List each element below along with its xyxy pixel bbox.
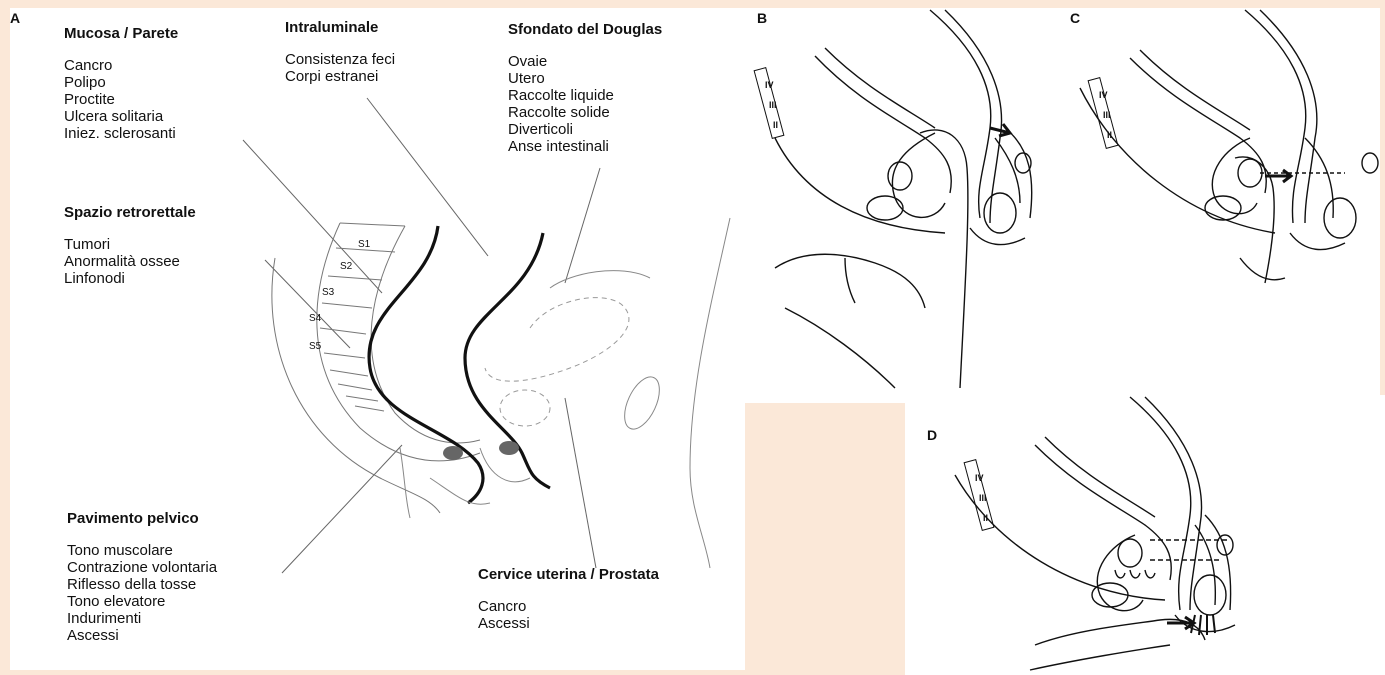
group-item: Tumori xyxy=(64,236,196,253)
group-heading: Intraluminale xyxy=(285,19,395,37)
lumbar-label-c: III xyxy=(1103,110,1111,120)
panel-label-b: B xyxy=(757,10,767,26)
lumbar-label-d: III xyxy=(979,493,987,503)
uterus-outline xyxy=(485,298,629,426)
group-item: Cancro xyxy=(64,57,178,74)
lumbar-label-d: II xyxy=(983,513,988,523)
panel-b-anatomy xyxy=(775,10,1032,388)
group-item: Ascessi xyxy=(67,627,217,644)
group-cervice: Cervice uterina / Prostata Cancro Ascess… xyxy=(478,566,659,632)
group-mucosa: Mucosa / Parete Cancro Polipo Proctite U… xyxy=(64,25,178,142)
group-item: Tono muscolare xyxy=(67,542,217,559)
panel-d-drawing xyxy=(905,395,1385,675)
group-heading: Mucosa / Parete xyxy=(64,25,178,43)
vertebra-label-s3: S3 xyxy=(322,284,334,301)
panel-c-arrow xyxy=(1265,170,1291,182)
group-item: Corpi estranei xyxy=(285,68,395,85)
group-heading: Pavimento pelvico xyxy=(67,510,217,528)
group-item: Diverticoli xyxy=(508,121,662,138)
sphincter-right xyxy=(499,441,519,455)
panel-label-a: A xyxy=(10,10,20,26)
lumbar-label-b: IV xyxy=(765,80,774,90)
group-item: Tono elevatore xyxy=(67,593,217,610)
leader-intraluminale xyxy=(367,98,488,256)
group-item: Iniez. sclerosanti xyxy=(64,125,178,142)
lumbar-label-b: III xyxy=(769,100,777,110)
group-item: Linfonodi xyxy=(64,270,196,287)
sphincter-left xyxy=(443,446,463,460)
panel-label-d: D xyxy=(927,427,937,443)
group-item: Raccolte solide xyxy=(508,104,662,121)
group-item: Ulcera solitaria xyxy=(64,108,178,125)
vertebra-label-s5: S5 xyxy=(309,338,321,355)
group-item: Anormalità ossee xyxy=(64,253,196,270)
lumbar-label-b: II xyxy=(773,120,778,130)
group-item: Riflesso della tosse xyxy=(67,576,217,593)
group-heading: Spazio retrorettale xyxy=(64,204,196,222)
lumbar-label-c: IV xyxy=(1099,90,1108,100)
panel-label-c: C xyxy=(1070,10,1080,26)
vertebra-label-s2: S2 xyxy=(340,258,352,275)
group-item: Ascessi xyxy=(478,615,659,632)
panel-bc-drawing xyxy=(745,8,1380,403)
group-douglas: Sfondato del Douglas Ovaie Utero Raccolt… xyxy=(508,21,662,155)
group-item: Cancro xyxy=(478,598,659,615)
lumbar-label-d: IV xyxy=(975,473,984,483)
panel-b-arrow xyxy=(990,124,1010,136)
vertebra-label-s4: S4 xyxy=(309,310,321,327)
group-item: Anse intestinali xyxy=(508,138,662,155)
group-retrorettale: Spazio retrorettale Tumori Anormalità os… xyxy=(64,204,196,287)
group-item: Consistenza feci xyxy=(285,51,395,68)
group-item: Polipo xyxy=(64,74,178,91)
vertebra-label-s1: S1 xyxy=(358,236,370,253)
leader-douglas xyxy=(565,168,600,283)
anterior-outline xyxy=(400,218,730,568)
rectal-wall xyxy=(369,226,550,503)
panel-d-anatomy xyxy=(955,397,1235,670)
group-heading: Cervice uterina / Prostata xyxy=(478,566,659,584)
group-item: Indurimenti xyxy=(67,610,217,627)
group-item: Proctite xyxy=(64,91,178,108)
sacrum-outline xyxy=(272,223,480,513)
group-pavimento: Pavimento pelvico Tono muscolare Contraz… xyxy=(67,510,217,644)
group-item: Ovaie xyxy=(508,53,662,70)
group-heading: Sfondato del Douglas xyxy=(508,21,662,39)
leader-cervice xyxy=(565,398,596,568)
panel-a: A S1 S2 S3 S4 S5 Mucosa / Parete Cancro … xyxy=(10,8,745,670)
panel-bc: B C IV III II IV III II xyxy=(745,8,1380,403)
panel-c-anatomy xyxy=(1080,10,1378,283)
group-intraluminale: Intraluminale Consistenza feci Corpi est… xyxy=(285,19,395,85)
lumbar-label-c: II xyxy=(1107,130,1112,140)
leader-mucosa xyxy=(243,140,382,293)
leader-retrorettale xyxy=(265,260,350,348)
group-item: Raccolte liquide xyxy=(508,87,662,104)
panel-d: D IV III II xyxy=(905,395,1385,675)
leader-pavimento xyxy=(282,445,402,573)
group-item: Contrazione volontaria xyxy=(67,559,217,576)
group-item: Utero xyxy=(508,70,662,87)
